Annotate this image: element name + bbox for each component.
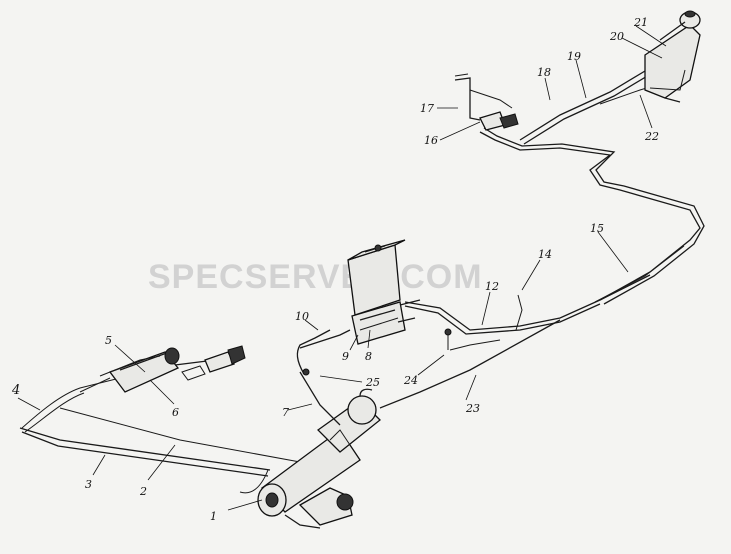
label-3: 3 — [85, 478, 92, 491]
valve-block — [347, 239, 421, 345]
label-7: 7 — [282, 406, 289, 419]
label-9: 9 — [342, 350, 349, 363]
label-24: 24 — [403, 374, 418, 387]
label-10: 10 — [295, 310, 309, 323]
label-19: 19 — [567, 50, 581, 63]
control-rods — [19, 377, 301, 494]
label-5: 5 — [105, 334, 112, 347]
label-17: 17 — [420, 102, 434, 115]
label-2: 2 — [139, 485, 147, 498]
pipe-7 — [296, 329, 341, 426]
label-25: 25 — [365, 376, 380, 389]
label-8: 8 — [365, 350, 372, 363]
label-20: 20 — [609, 30, 624, 43]
label-22: 22 — [644, 130, 659, 143]
part-numbers: 1 2 3 4 5 6 7 8 9 10 12 14 15 16 17 18 1… — [11, 16, 659, 523]
label-14: 14 — [538, 248, 552, 261]
main-unit — [257, 388, 381, 529]
leaders — [17, 25, 667, 511]
label-6: 6 — [172, 406, 179, 419]
label-18: 18 — [537, 66, 551, 79]
left-cylinder-assembly — [79, 345, 246, 393]
label-21: 21 — [633, 16, 648, 29]
bracket-16-17 — [454, 73, 519, 131]
receiver-tank — [644, 10, 701, 103]
label-15: 15 — [590, 222, 604, 235]
label-12: 12 — [485, 280, 499, 293]
label-1: 1 — [210, 510, 217, 523]
label-23: 23 — [465, 402, 480, 415]
label-16: 16 — [424, 134, 438, 147]
label-4: 4 — [11, 383, 20, 398]
watermark: SPECSERVER.COM — [148, 258, 483, 296]
